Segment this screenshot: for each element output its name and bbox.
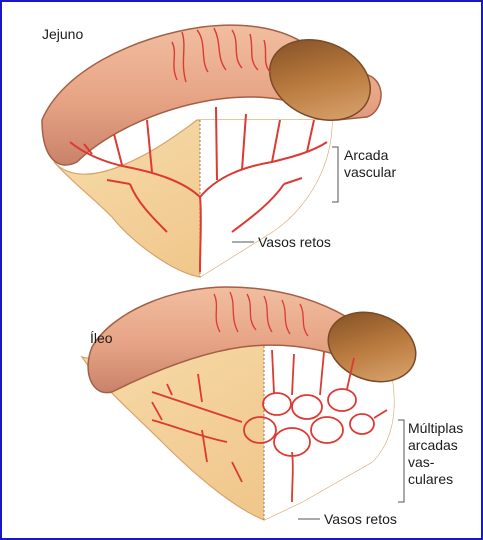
ileum-vasa-recta-label: Vasos retos — [324, 511, 397, 528]
jejunum-title: Jejuno — [42, 26, 83, 43]
jejunum-arcade-label: Arcada vascular — [344, 147, 396, 181]
jejunum-arcade-bracket — [332, 147, 338, 202]
ileum-title: Íleo — [90, 330, 113, 347]
jejunum-mesentery-cutaway — [200, 120, 332, 277]
ileum-panel — [82, 287, 426, 520]
ileum-arcade-bracket — [398, 420, 404, 502]
ileum-arcade-label: Múltiplas arcadas vas- culares — [408, 420, 463, 488]
jejunum-panel — [42, 25, 382, 277]
jejunum-vasa-recta-label: Vasos retos — [258, 234, 331, 251]
